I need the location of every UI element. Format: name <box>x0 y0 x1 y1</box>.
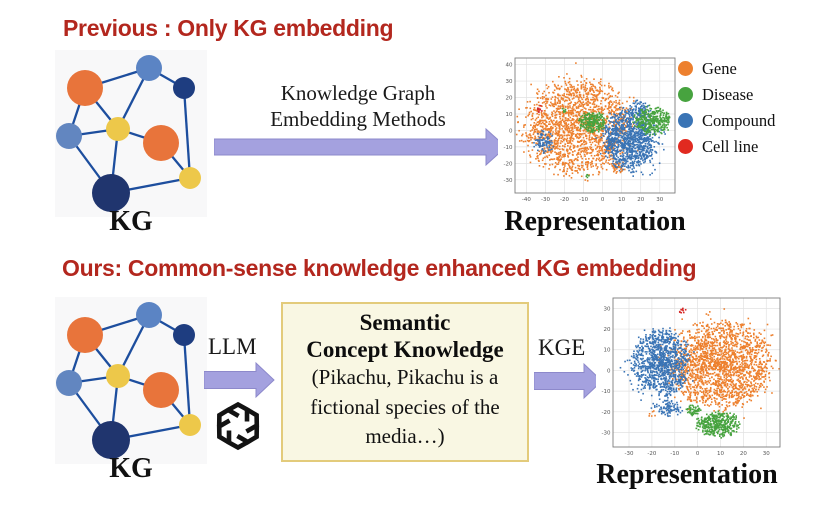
kg-node <box>143 125 179 161</box>
kge-label: KGE <box>538 335 586 360</box>
kg-label-previous: KG <box>109 206 153 237</box>
legend-color-dot <box>678 61 693 76</box>
semantic-concept-knowledge-box: Semantic Concept Knowledge (Pikachu, Pik… <box>281 302 529 462</box>
legend-item: Gene <box>678 59 775 78</box>
sck-title-line2: Concept Knowledge <box>306 337 504 362</box>
sck-title-line1: Semantic <box>359 310 451 335</box>
kg-graph-previous <box>56 55 201 212</box>
tsne-plot-ours <box>596 292 786 460</box>
kg-graph-ours <box>56 302 201 459</box>
arrow-right-kge <box>534 362 603 400</box>
kg-node <box>56 123 82 149</box>
kg-node <box>106 117 130 141</box>
sck-body-line3: media…) <box>365 424 445 448</box>
kg-node <box>92 174 130 212</box>
llm-label: LLM <box>208 334 257 359</box>
kg-node <box>173 77 195 99</box>
legend-item: Cell line <box>678 137 775 156</box>
representation-label-previous: Representation <box>504 206 686 237</box>
kg-node <box>92 421 130 459</box>
sck-body-line1: (Pikachu, Pikachu is a <box>311 365 499 389</box>
legend-label: Gene <box>702 58 737 78</box>
legend-color-dot <box>678 113 693 128</box>
kg-node <box>143 372 179 408</box>
kg-node <box>136 302 162 328</box>
legend-item: Disease <box>678 85 775 104</box>
kg-node <box>106 364 130 388</box>
arrow-right-llm <box>204 361 275 399</box>
legend-color-dot <box>678 139 693 154</box>
openai-logo-icon <box>212 400 264 452</box>
kg-node <box>173 324 195 346</box>
legend-color-dot <box>678 87 693 102</box>
kg-node <box>56 370 82 396</box>
ours-section-title: Ours: Common-sense knowledge enhanced KG… <box>62 255 697 281</box>
kge-methods-arrow-label: Knowledge Graph Embedding Methods <box>270 81 446 131</box>
kg-label-ours: KG <box>109 453 153 484</box>
legend-item: Compound <box>678 111 775 130</box>
sck-body-line2: fictional species of the <box>310 394 500 419</box>
previous-section-title: Previous : Only KG embedding <box>63 15 394 41</box>
legend-label: Disease <box>702 84 754 104</box>
kg-node <box>67 317 103 353</box>
legend-label: Compound <box>702 110 776 130</box>
tsne-plot-previous <box>498 52 681 206</box>
kg-node <box>67 70 103 106</box>
kg-graph-image-previous <box>55 50 207 217</box>
representation-label-ours: Representation <box>596 459 778 490</box>
kg-node <box>179 167 201 189</box>
kg-node <box>136 55 162 81</box>
arrow-right-previous <box>214 127 507 167</box>
legend-label: Cell line <box>702 136 759 156</box>
kg-node <box>179 414 201 436</box>
kg-graph-image-ours <box>55 297 207 464</box>
